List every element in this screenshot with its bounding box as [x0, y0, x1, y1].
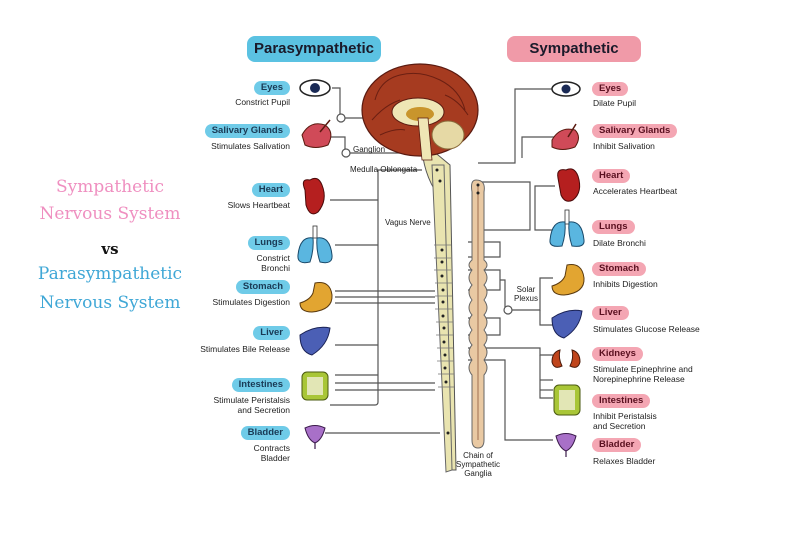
sym-effect-salivary: Inhibit Salivation — [593, 141, 655, 151]
sym-effect-liver: Stimulates Glucose Release — [593, 324, 700, 334]
para-effect-lungs-2: Bronchi — [261, 263, 290, 273]
sym-organ-icons — [549, 81, 585, 457]
sym-effect-bladder: Relaxes Bladder — [593, 456, 656, 466]
chain-label-3: Ganglia — [464, 469, 492, 478]
title-parasympathetic-ns: Nervous System — [39, 293, 181, 313]
para-organ-heart: Heart — [251, 183, 290, 197]
para-effect-stomach: Stimulates Digestion — [212, 297, 290, 307]
para-organ-eyes: Eyes — [253, 81, 290, 95]
stomach-icon — [551, 264, 585, 296]
para-organ-icons — [297, 79, 333, 449]
title-vs: vs — [101, 240, 119, 258]
para-organ-liver: Liver — [253, 326, 290, 340]
para-organ-salivary: Salivary Glands — [204, 124, 290, 138]
spinal-segments — [434, 244, 454, 388]
liver-icon — [299, 326, 331, 356]
salivary-gland-icon — [301, 123, 332, 148]
para-effect-bladder-2: Bladder — [260, 453, 290, 463]
ganglion-label: Ganglion — [353, 145, 386, 154]
sym-organ-stomach: Stomach — [592, 262, 647, 276]
brain — [361, 63, 479, 161]
medulla-label: Medulla Oblongata — [350, 165, 418, 174]
para-effect-intestines-1: Stimulate Peristalsis — [213, 395, 290, 405]
para-organ-bladder: Bladder — [240, 426, 290, 440]
sym-organ-eyes: Eyes — [592, 82, 629, 96]
sym-organ-lungs: Lungs — [592, 220, 635, 234]
sym-effect-intestines-1: Inhibit Peristalsis — [593, 411, 657, 421]
sym-effect-stomach: Inhibits Digestion — [593, 279, 658, 289]
sym-organ-liver: Liver — [592, 306, 629, 320]
para-effect-heart: Slows Heartbeat — [227, 200, 290, 210]
sym-effect-kidneys-1: Stimulate Epinephrine and — [593, 364, 693, 374]
kidneys-icon — [551, 349, 581, 368]
sym-organ-heart: Heart — [592, 169, 631, 183]
para-effect-lungs-1: Constrict — [256, 253, 290, 263]
parasympathetic-header: Parasympathetic — [247, 36, 381, 62]
para-organ-lungs: Lungs — [247, 236, 290, 250]
nerve-lines — [325, 87, 578, 441]
para-effect-intestines-2: and Secretion — [237, 405, 290, 415]
sym-effect-intestines-2: and Secretion — [593, 421, 646, 431]
title-sympathetic: Sympathetic — [55, 177, 165, 197]
chain-label-2: Sympathetic — [455, 460, 501, 469]
sym-effect-lungs: Dilate Bronchi — [593, 238, 646, 248]
heart-icon — [302, 177, 325, 215]
salivary-gland-icon — [551, 128, 579, 150]
chain-label-1: Chain of — [463, 451, 493, 460]
sym-organ-bladder: Bladder — [592, 438, 642, 452]
lungs-icon — [549, 209, 585, 247]
sym-effect-heart: Accelerates Heartbeat — [593, 186, 678, 196]
sym-organ-kidneys: Kidneys — [592, 347, 643, 361]
bladder-icon — [555, 433, 577, 452]
para-effect-liver: Stimulates Bile Release — [200, 344, 290, 354]
solar-plexus-label-1: Solar — [516, 285, 536, 294]
sym-effect-eyes: Dilate Pupil — [593, 98, 636, 108]
para-organ-intestines: Intestines — [231, 378, 290, 392]
solar-plexus-label-2: Plexus — [513, 294, 538, 303]
sym-organ-intestines: Intestines — [592, 394, 651, 408]
sym-organ-salivary: Salivary Glands — [592, 124, 678, 138]
title-sympathetic-ns: Nervous System — [39, 204, 181, 224]
heart-icon — [557, 168, 581, 202]
sym-effect-kidneys-2: Norepinephrine Release — [593, 374, 685, 384]
title-parasympathetic: Parasympathetic — [37, 264, 183, 284]
liver-icon — [551, 309, 583, 339]
para-organ-stomach: Stomach — [235, 280, 290, 294]
para-effect-salivary: Stimulates Salivation — [211, 141, 290, 151]
vagus-nerve-label: Vagus Nerve — [385, 218, 431, 227]
sympathetic-header: Sympathetic — [507, 36, 641, 62]
stomach-icon — [299, 282, 333, 313]
para-effect-bladder-1: Contracts — [253, 443, 290, 453]
para-effect-eyes: Constrict Pupil — [235, 97, 290, 107]
lungs-icon — [297, 225, 333, 264]
bladder-icon — [304, 425, 326, 444]
